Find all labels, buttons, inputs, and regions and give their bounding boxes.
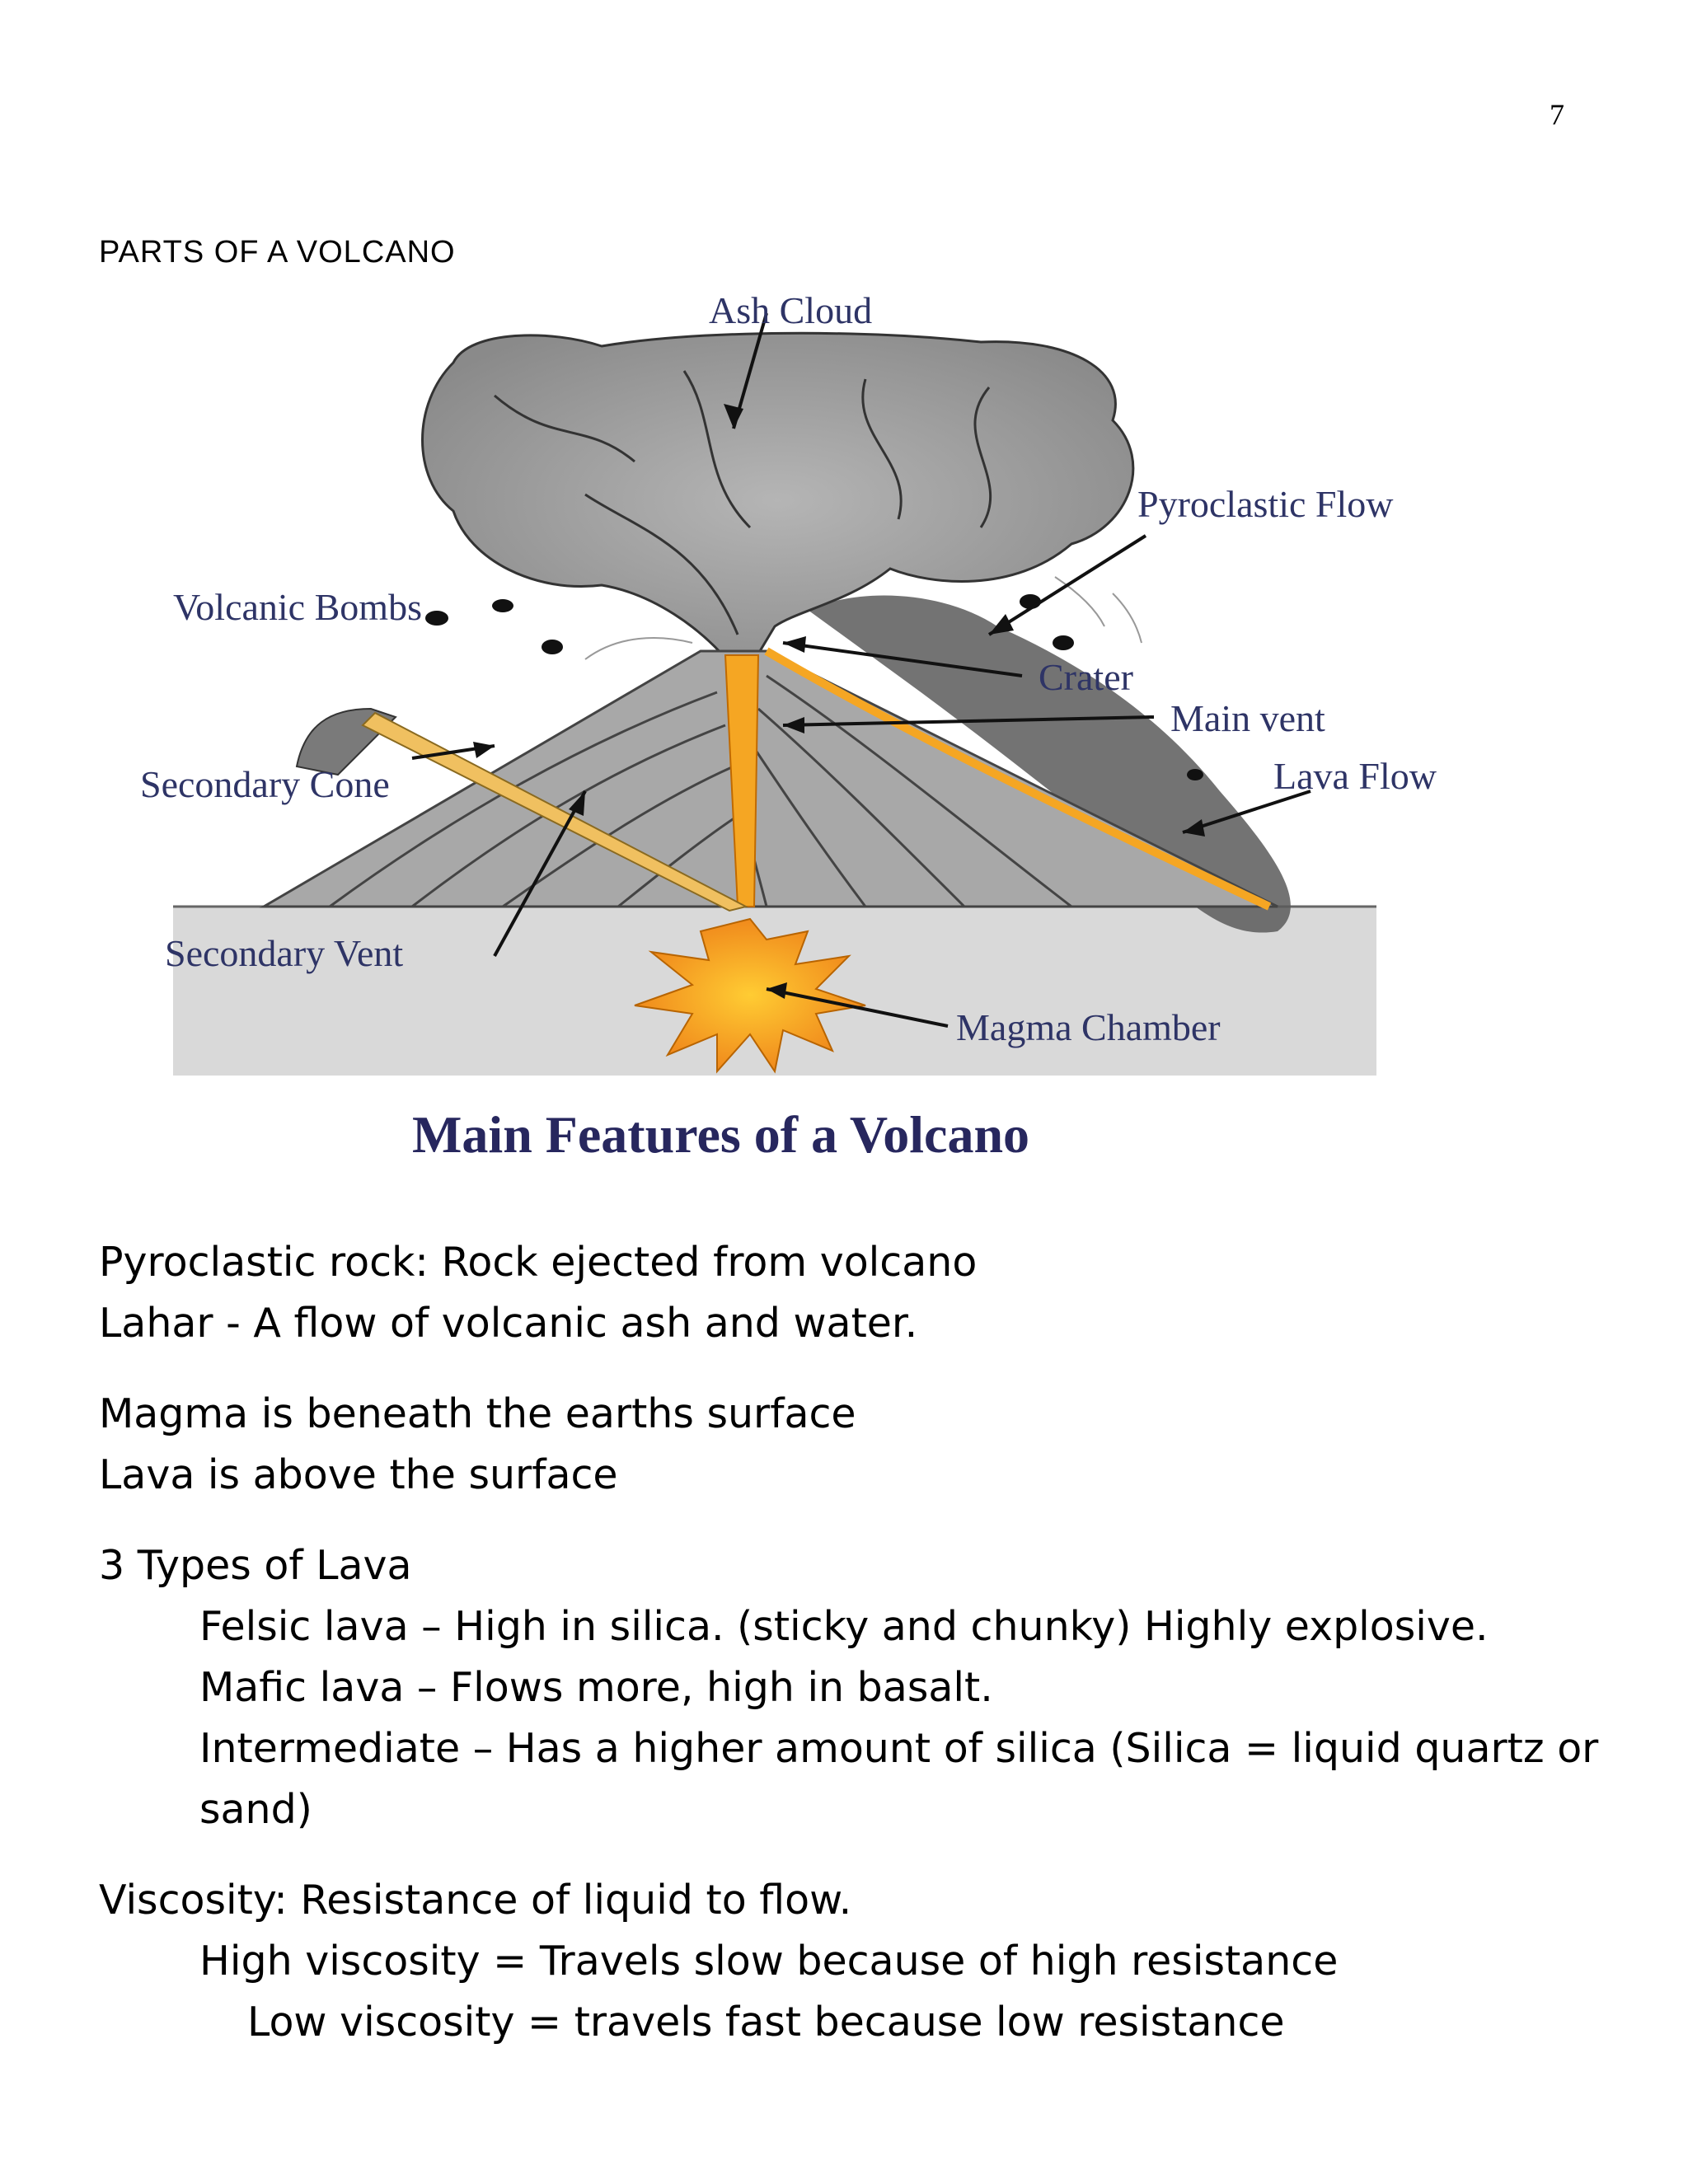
section-title: PARTS OF A VOLCANO [99, 235, 456, 269]
label-crater: Crater [1039, 656, 1133, 698]
high-viscosity-item: High viscosity = Travels slow because of… [199, 1938, 1339, 1985]
lahar-definition: Lahar - A flow of volcanic ash and water… [99, 1300, 918, 1347]
diagram-caption: Main Features of a Volcano [412, 1105, 1030, 1164]
page-number: 7 [1550, 98, 1564, 131]
body-text: Pyroclastic rock: Rock ejected from volc… [99, 1232, 1632, 2053]
mafic-lava-item: Mafic lava – Flows more, high in basalt. [199, 1664, 993, 1711]
lava-definition: Lava is above the surface [99, 1451, 618, 1498]
intermediate-lava-item: Intermediate – Has a higher amount of si… [99, 1718, 1632, 1840]
label-ash-cloud: Ash Cloud [709, 289, 873, 331]
label-lava-flow: Lava Flow [1273, 755, 1437, 797]
felsic-lava-item: Felsic lava – High in silica. (sticky an… [199, 1603, 1489, 1650]
label-arrows [411, 312, 1311, 1028]
label-pyroclastic-flow: Pyroclastic Flow [1137, 483, 1394, 525]
viscosity-definition: Viscosity: Resistance of liquid to flow. [99, 1877, 852, 1924]
volcano-diagram: Ash Cloud Pyroclastic Flow Volcanic Bomb… [124, 280, 1484, 1195]
label-magma-chamber: Magma Chamber [956, 1006, 1221, 1048]
lava-types-heading: 3 Types of Lava [99, 1542, 412, 1589]
volcano-illustration [173, 312, 1376, 1076]
magma-chamber-shape [634, 917, 866, 1074]
arrow-heads [473, 404, 1205, 999]
label-secondary-vent: Secondary Vent [165, 932, 404, 974]
lava-flow-stream [764, 647, 1272, 911]
intermediate-line-1: Intermediate – Has a higher amount of si… [199, 1725, 1545, 1772]
low-viscosity-item: Low viscosity = travels fast because low… [247, 1999, 1285, 2046]
volcanic-bomb-dots [425, 594, 1203, 780]
intermediate-line-2: or sand) [199, 1725, 1599, 1833]
secondary-vent-shape [361, 711, 748, 912]
label-secondary-cone: Secondary Cone [140, 763, 390, 805]
magma-definition: Magma is beneath the earths surface [99, 1390, 856, 1437]
main-vent-shape [724, 654, 760, 907]
label-volcanic-bombs: Volcanic Bombs [173, 586, 422, 628]
ash-cloud [421, 331, 1135, 669]
label-main-vent: Main vent [1170, 697, 1325, 739]
pyroclastic-rock-definition: Pyroclastic rock: Rock ejected from volc… [99, 1239, 978, 1286]
pyroclastic-flow-cloud [808, 595, 1291, 933]
